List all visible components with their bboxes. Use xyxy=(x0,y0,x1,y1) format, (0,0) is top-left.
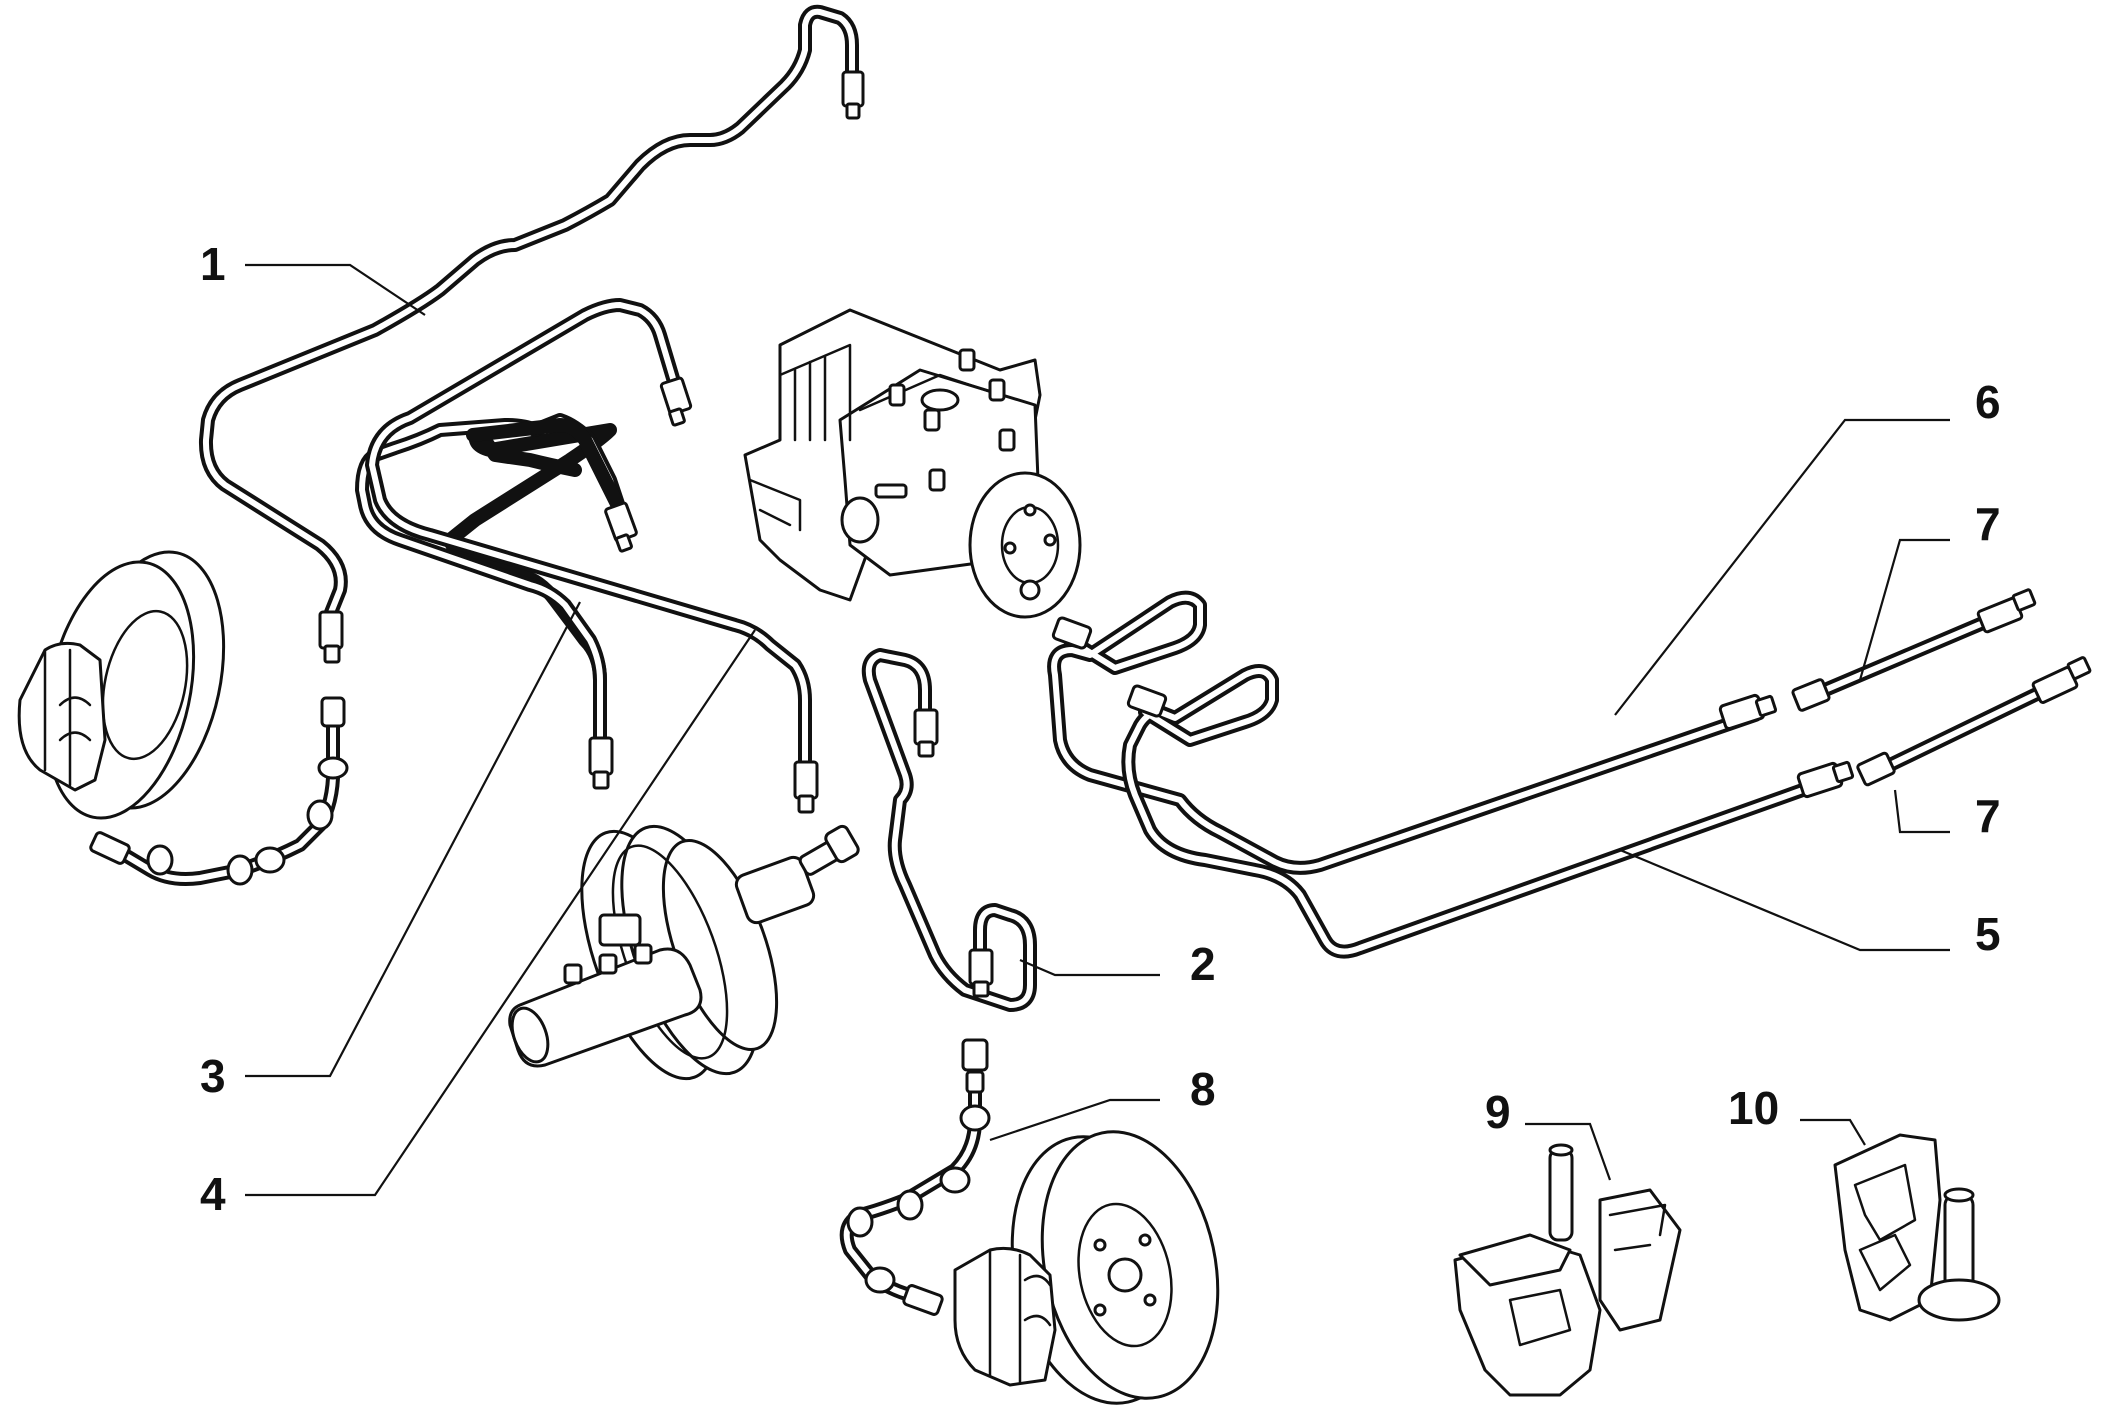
callout-6: 6 xyxy=(1975,376,2001,428)
brake-pipe-2 xyxy=(861,648,1037,1012)
brake-pipe-1 xyxy=(198,4,865,664)
callout-5: 5 xyxy=(1975,908,2001,960)
callout-2: 2 xyxy=(1190,938,1216,990)
clip-part-10 xyxy=(1833,1133,2001,1322)
callout-8: 8 xyxy=(1190,1063,1216,1115)
brake-pipe-3 xyxy=(355,413,638,790)
callout-3: 3 xyxy=(200,1050,226,1102)
brake-pipe-5 xyxy=(1121,664,1855,959)
left-flex-hose xyxy=(89,696,349,886)
brake-pipe-6 xyxy=(1047,590,1778,875)
right-brake-disc-caliper xyxy=(953,1130,1220,1405)
callout-labels: 1 2 3 4 5 6 7 7 8 9 10 xyxy=(200,238,2001,1220)
brake-booster-master-cylinder xyxy=(508,824,860,1081)
bracket-part-9 xyxy=(1453,1143,1682,1397)
callout-7-lower: 7 xyxy=(1975,790,2001,842)
flex-hose-7-lower xyxy=(1856,656,2092,787)
callout-9: 9 xyxy=(1485,1086,1511,1138)
abs-hydraulic-unit xyxy=(743,308,1082,619)
callout-4: 4 xyxy=(200,1168,226,1220)
leader-lines xyxy=(245,263,1950,1197)
flex-hose-7-upper xyxy=(1791,588,2037,712)
brake-pipe-4 xyxy=(365,298,819,814)
callout-10: 10 xyxy=(1728,1082,1779,1134)
callout-7-upper: 7 xyxy=(1975,498,2001,550)
right-flex-hose-8 xyxy=(839,1038,991,1316)
left-brake-disc-caliper xyxy=(17,550,226,820)
callout-1: 1 xyxy=(200,238,226,290)
